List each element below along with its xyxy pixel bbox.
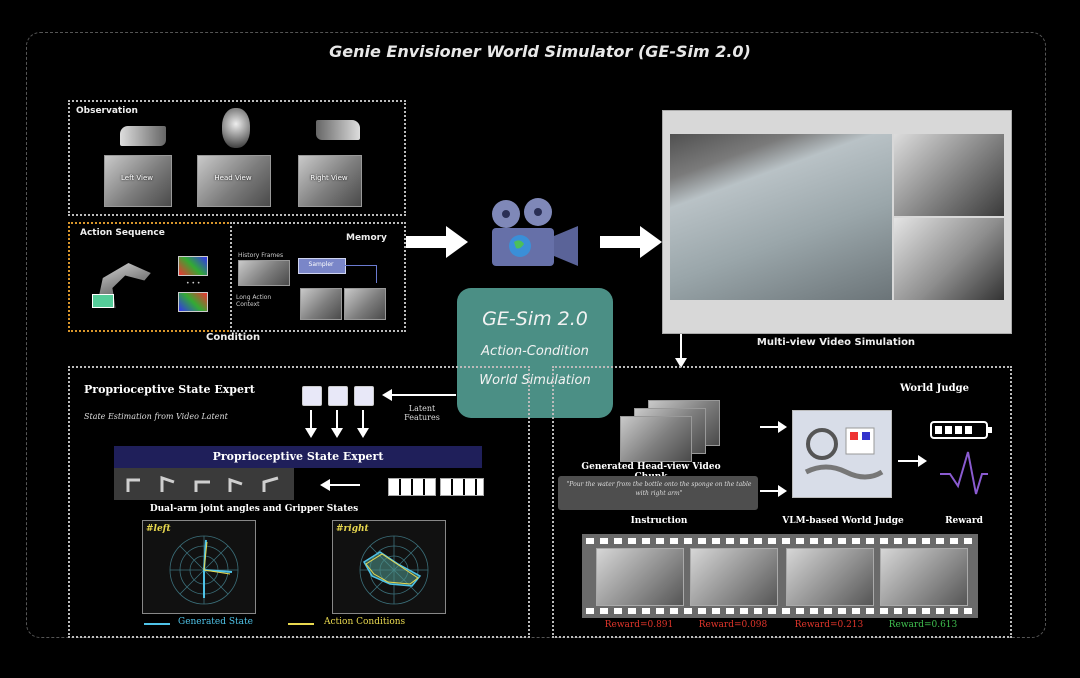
sampler-box bbox=[298, 258, 346, 274]
action-block bbox=[92, 294, 114, 308]
right-radar-panel bbox=[332, 520, 446, 614]
film-holes-top bbox=[586, 538, 974, 544]
action-frame-top bbox=[178, 256, 208, 276]
left-radar-panel bbox=[142, 520, 256, 614]
gesim-center-box: GE-Sim 2.0 Action-Condition World Simula… bbox=[457, 288, 613, 418]
vlm-label: VLM-based World Judge bbox=[782, 516, 904, 526]
arrow-instruction-to-judge bbox=[760, 485, 787, 497]
reward-value-1: Reward=0.891 bbox=[604, 620, 674, 630]
expert-bar-label: Proprioceptive State Expert bbox=[212, 450, 384, 463]
battery-icon bbox=[930, 421, 992, 439]
joint-arm-icons bbox=[126, 475, 279, 492]
legend-generated-line bbox=[144, 623, 170, 625]
gesim-subtitle-1: Action-Condition bbox=[481, 344, 589, 359]
video-head-view bbox=[670, 134, 892, 300]
sampler-line-down bbox=[376, 265, 377, 283]
action-sequence-label: Action Sequence bbox=[80, 228, 165, 238]
vlm-judge-image bbox=[792, 410, 892, 498]
right-view-image bbox=[298, 155, 362, 207]
arrow-video-to-judge bbox=[675, 334, 687, 368]
sampler-label: Sampler bbox=[308, 261, 334, 268]
arrow-chunk-to-judge bbox=[760, 421, 787, 433]
left-radar-label: #left bbox=[146, 524, 171, 534]
history-frames-label: History Frames bbox=[238, 252, 284, 259]
proprio-box bbox=[68, 366, 530, 638]
latent-cell-2 bbox=[328, 386, 348, 406]
proprio-subtitle: State Estimation from Video Latent bbox=[84, 412, 228, 421]
observation-box bbox=[68, 100, 406, 216]
arrow-to-latent bbox=[382, 389, 456, 401]
expert-bar bbox=[114, 446, 482, 468]
camera-icon bbox=[492, 198, 578, 266]
state-cells-group-1 bbox=[388, 478, 436, 496]
head-view-image bbox=[197, 155, 271, 207]
left-arm-image bbox=[120, 126, 166, 146]
observation-label: Observation bbox=[76, 106, 138, 116]
memory-frame-2 bbox=[344, 288, 386, 320]
action-frame-bottom bbox=[178, 292, 208, 312]
right-view-label: Right View bbox=[310, 174, 348, 182]
latent-cell-1 bbox=[302, 386, 322, 406]
head-view-label: Head View bbox=[214, 174, 252, 182]
memory-frame-1 bbox=[300, 288, 342, 320]
long-action-context-label: Long Action Context bbox=[236, 294, 272, 308]
left-view-image bbox=[104, 155, 172, 207]
film-frame-4 bbox=[880, 548, 968, 606]
sampler-line bbox=[344, 265, 376, 266]
joint-caption: Dual-arm joint angles and Gripper States bbox=[149, 504, 359, 514]
video-right-view-top bbox=[894, 134, 1004, 216]
outer-frame bbox=[26, 32, 1046, 638]
film-frame-2 bbox=[690, 548, 778, 606]
right-radar-chart bbox=[359, 535, 429, 605]
legend-generated-label: Generated State bbox=[178, 617, 253, 627]
legend-action-line bbox=[288, 623, 314, 625]
video-sim-label: Multi-view Video Simulation bbox=[756, 337, 916, 348]
arrow-camera-to-video bbox=[600, 226, 662, 258]
left-radar-chart bbox=[169, 535, 239, 605]
page-title: Genie Envisioner World Simulator (GE-Sim… bbox=[329, 42, 751, 61]
left-view-label: Left View bbox=[120, 174, 153, 182]
reward-value-4: Reward=0.613 bbox=[888, 620, 958, 630]
right-arm-image bbox=[316, 120, 360, 140]
instruction-text: "Pour the water from the bottle onto the… bbox=[566, 481, 752, 497]
arrow-to-joints bbox=[320, 479, 360, 491]
film-frame-1 bbox=[596, 548, 684, 606]
vlm-judge-icon bbox=[804, 427, 884, 480]
action-dots: • • • bbox=[186, 280, 201, 287]
arrow-condition-to-camera bbox=[406, 226, 468, 258]
condition-label: Condition bbox=[206, 332, 261, 343]
instruction-box bbox=[558, 476, 758, 510]
memory-label: Memory bbox=[346, 233, 387, 243]
world-judge-title: World Judge bbox=[900, 383, 969, 394]
latent-features-label: Latent Features bbox=[404, 404, 440, 422]
film-frame-3 bbox=[786, 548, 874, 606]
video-right-view-bottom bbox=[894, 218, 1004, 300]
history-frames-image bbox=[238, 260, 290, 286]
right-radar-label: #right bbox=[336, 524, 369, 534]
arrows-down-latent bbox=[305, 410, 369, 438]
arrow-judge-to-reward bbox=[898, 455, 927, 467]
latent-cell-3 bbox=[354, 386, 374, 406]
reward-value-3: Reward=0.213 bbox=[794, 620, 864, 630]
gesim-subtitle-2: World Simulation bbox=[479, 373, 591, 388]
head-image bbox=[222, 108, 250, 148]
action-sequence-box bbox=[68, 222, 232, 332]
legend-action-label: Action Conditions bbox=[324, 617, 406, 627]
reward-label: Reward bbox=[945, 516, 983, 526]
world-judge-box bbox=[552, 366, 1012, 638]
reward-wave-icon bbox=[940, 451, 988, 495]
state-cells-group-2 bbox=[440, 478, 484, 496]
chunk-frame-1 bbox=[620, 416, 692, 462]
film-holes-bottom bbox=[586, 608, 974, 614]
gesim-title: GE-Sim 2.0 bbox=[482, 308, 588, 330]
proprio-title: Proprioceptive State Expert bbox=[84, 383, 255, 396]
reward-value-2: Reward=0.098 bbox=[698, 620, 768, 630]
memory-box bbox=[230, 222, 406, 332]
instruction-label: Instruction bbox=[630, 516, 688, 526]
